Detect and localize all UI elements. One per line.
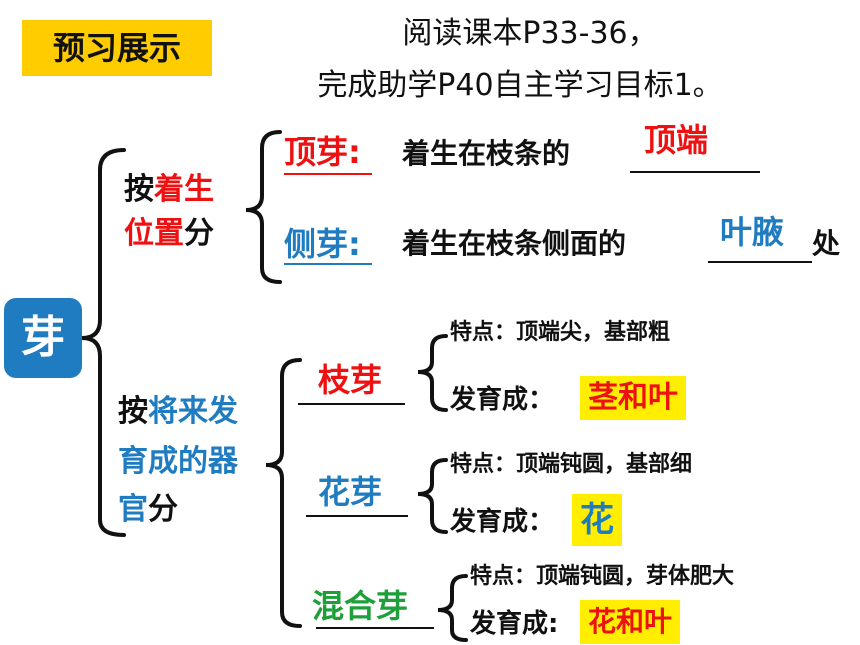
lateral-bud-name: 侧芽: xyxy=(284,225,361,263)
flower-bud-develop-value: 花 xyxy=(572,494,622,546)
lateral-bud-answer: 叶腋 xyxy=(720,213,785,251)
branch-bud-develop-value: 茎和叶 xyxy=(580,376,686,420)
organ-label-suffix: 分 xyxy=(148,492,178,527)
organ-label-line2: 育成的器 xyxy=(118,444,238,479)
terminal-bud-answer: 顶端 xyxy=(644,121,709,159)
position-label-hl2: 位置 xyxy=(124,216,184,251)
position-bracket xyxy=(245,130,282,284)
main-bracket xyxy=(81,148,126,537)
organ-bracket xyxy=(265,358,302,628)
preview-badge: 预习展示 xyxy=(22,20,212,76)
organ-label-hl3: 官 xyxy=(118,492,148,527)
organ-label-prefix: 按 xyxy=(118,394,148,429)
instruction-line-2: 完成助学P40自主学习目标1。 xyxy=(317,68,723,103)
position-label-suffix: 分 xyxy=(184,216,214,251)
position-label-prefix: 按 xyxy=(124,172,154,207)
terminal-bud-name: 顶芽: xyxy=(284,133,361,171)
flower-bud-develop-label: 发育成： xyxy=(450,507,555,537)
lateral-bud-desc: 着生在枝条侧面的 xyxy=(402,227,627,260)
mixed-bracket xyxy=(437,574,468,642)
branch-bud-name: 枝芽 xyxy=(318,361,383,399)
organ-label-hl1: 将来发 xyxy=(148,394,238,429)
mixed-bud-develop-label: 发育成: xyxy=(470,609,559,639)
flower-bud-feature: 特点：顶端钝圆，基部细 xyxy=(450,452,693,477)
position-label-hl1: 着生 xyxy=(154,172,214,207)
mixed-bud-develop-value: 花和叶 xyxy=(580,600,681,644)
organ-label-line1: 按将来发 xyxy=(118,392,238,432)
instruction-line-1: 阅读课本P33-36， xyxy=(402,16,658,51)
position-label-line1: 按着生 xyxy=(124,170,214,210)
root-bud-box: 芽 xyxy=(4,298,82,378)
mixed-bud-name: 混合芽 xyxy=(312,587,409,625)
flower-bud-name: 花芽 xyxy=(318,473,383,511)
position-label-line2: 位置分 xyxy=(124,214,214,254)
terminal-bud-desc: 着生在枝条的 xyxy=(402,137,571,170)
organ-label-line3: 官分 xyxy=(118,490,178,530)
flower-bracket xyxy=(417,458,448,534)
branch-bud-feature: 特点：顶端尖，基部粗 xyxy=(450,320,671,345)
branch-bracket xyxy=(417,334,448,412)
branch-bud-develop-label: 发育成： xyxy=(450,385,555,415)
lateral-bud-after: 处 xyxy=(812,227,841,260)
mixed-bud-feature: 特点：顶端钝圆，芽体肥大 xyxy=(470,564,735,589)
